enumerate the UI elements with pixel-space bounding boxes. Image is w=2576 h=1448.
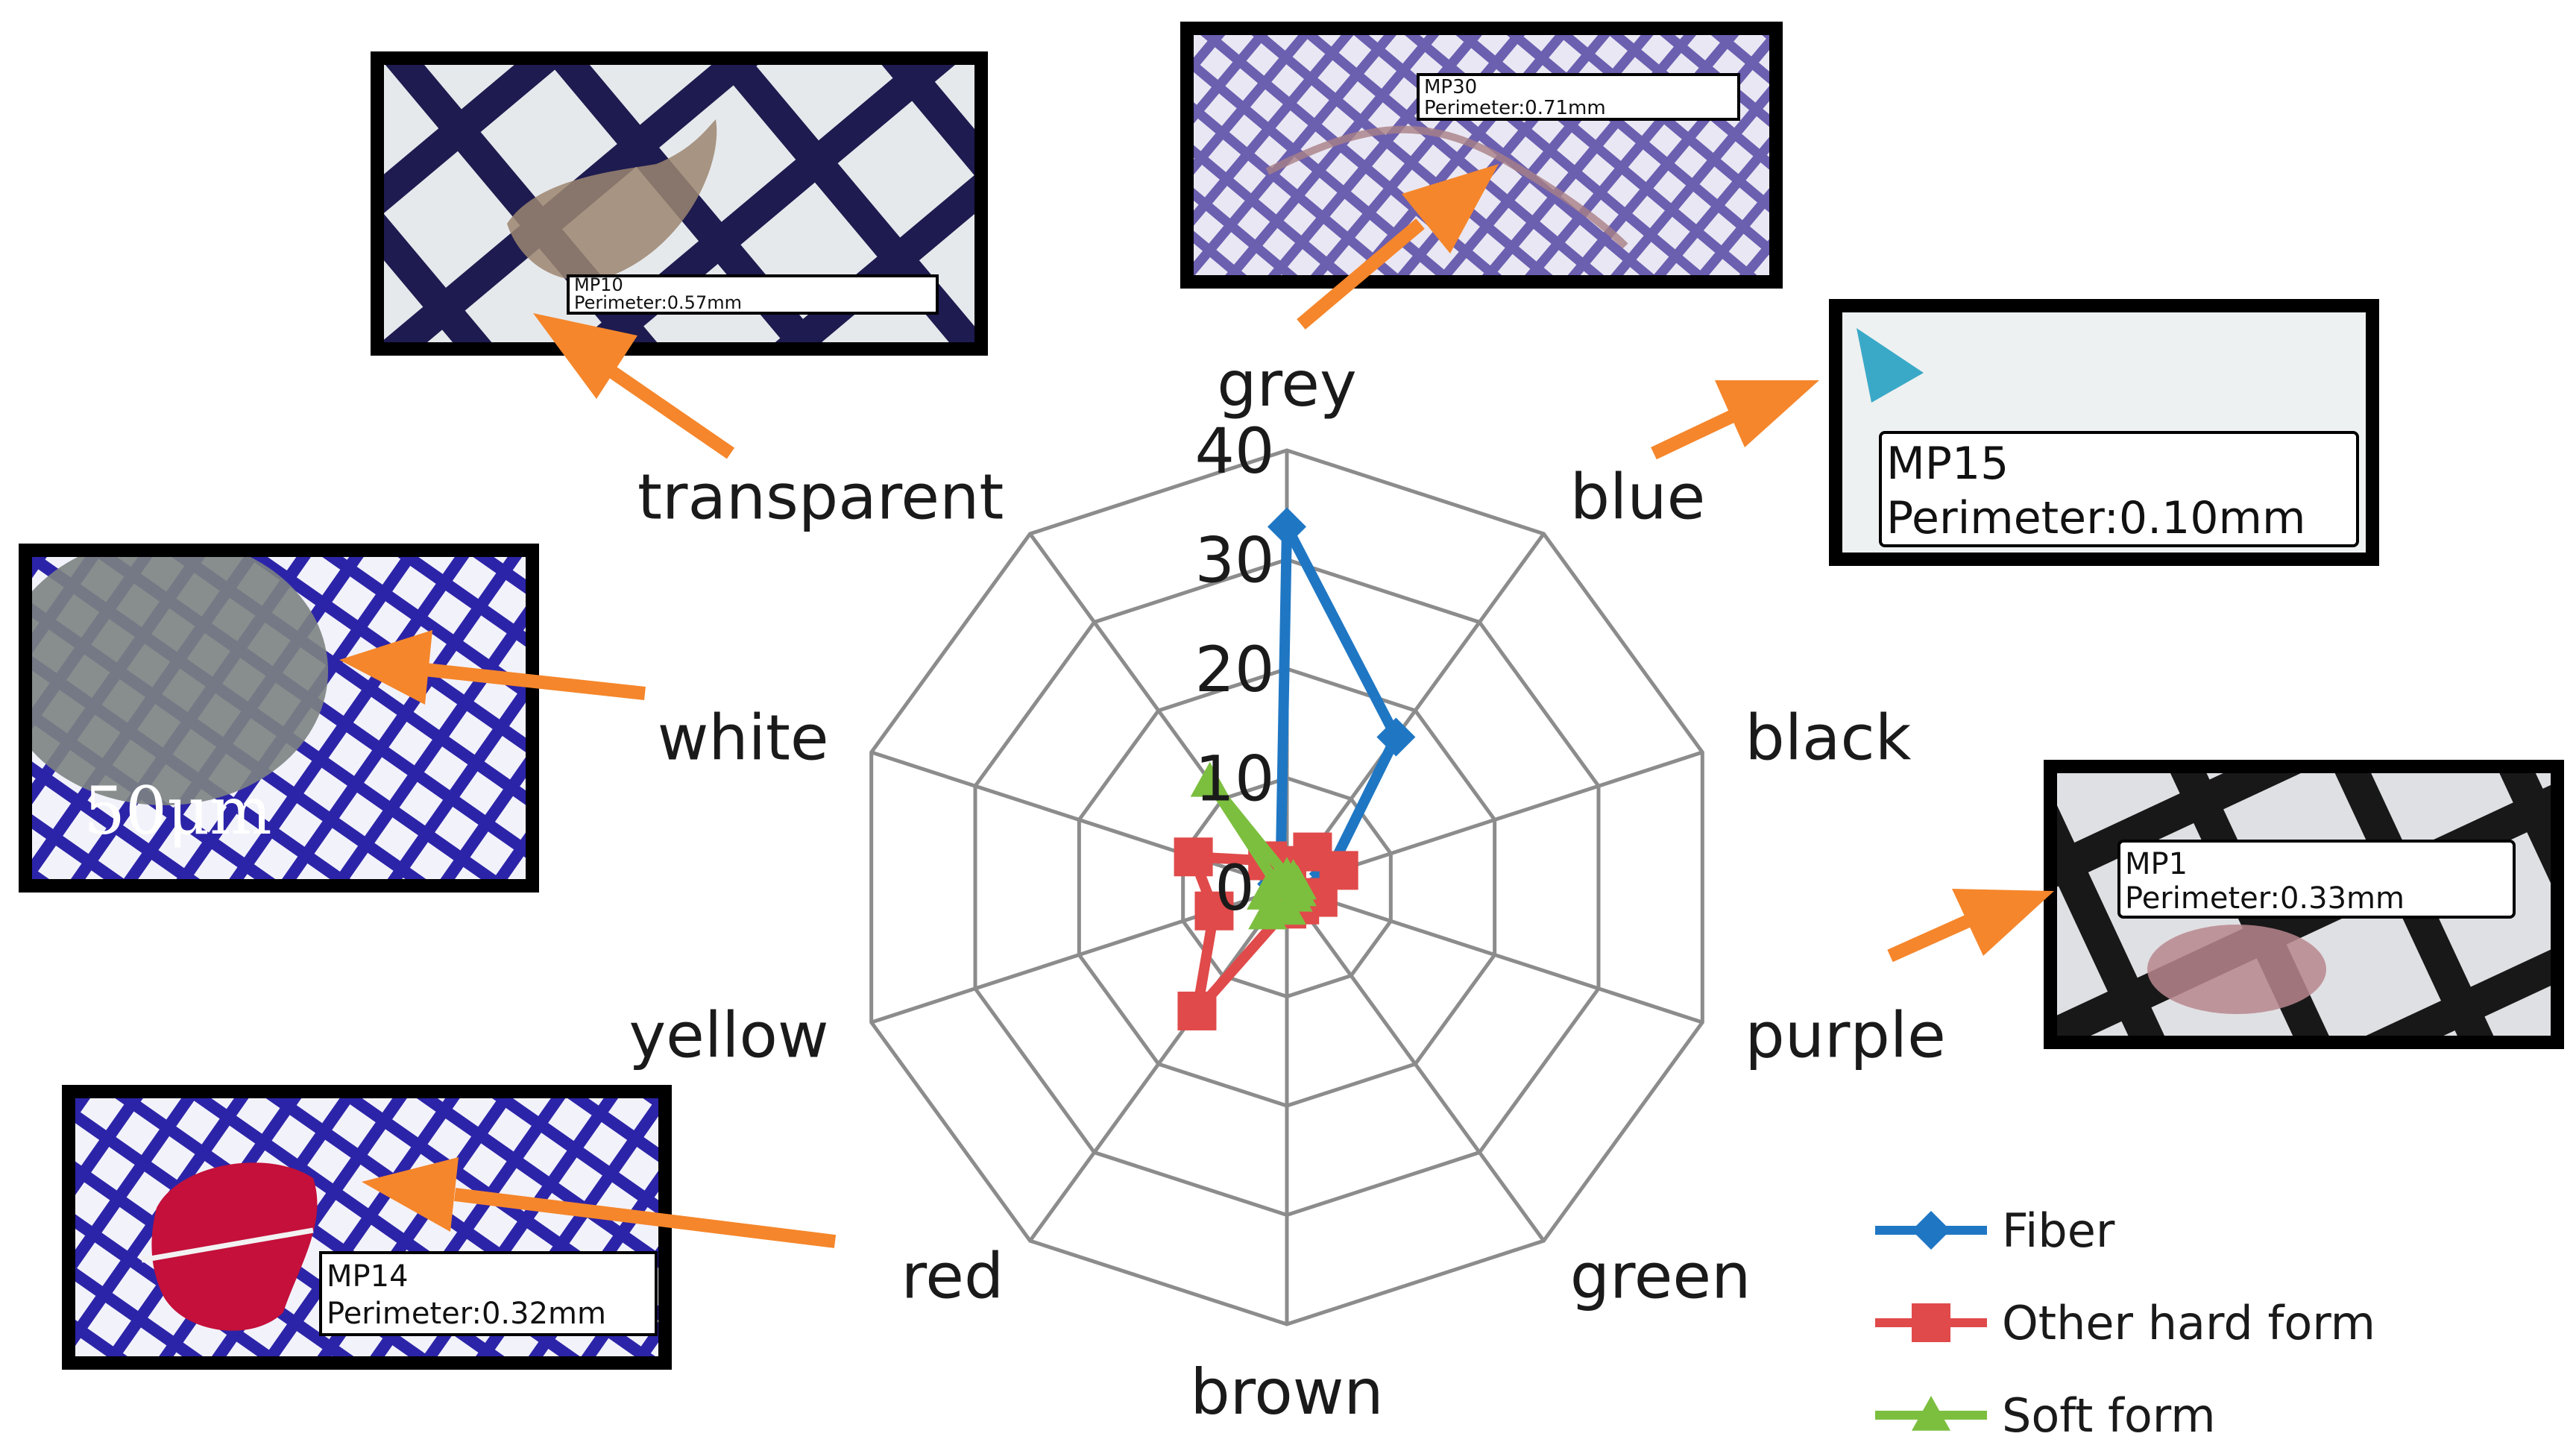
tick-label-20: 20 — [1195, 633, 1275, 706]
spoke-green — [1285, 886, 1546, 1242]
inset-transparent-particle — [507, 119, 717, 281]
spoke-blue — [1285, 532, 1546, 889]
inset-red-particle — [151, 1162, 318, 1331]
tick-label-40: 40 — [1195, 415, 1275, 488]
radar-series — [1174, 507, 1416, 1030]
arrow-grey — [1297, 164, 1499, 330]
inset-purple-perimeter: Perimeter:0.33mm — [2125, 881, 2405, 916]
inset-transparent: MP10 Perimeter:0.57mm — [371, 51, 988, 356]
spoke-white — [870, 750, 1288, 890]
arrow-red — [362, 1157, 837, 1248]
inset-red: MP14 Perimeter:0.32mm — [62, 1085, 672, 1370]
radar-tick-labels: 0 10 20 30 40 — [1195, 415, 1275, 925]
legend-swatch-marker-0 — [1912, 1211, 1950, 1250]
legend-label-2: Soft form — [2002, 1388, 2216, 1443]
tick-label-10: 10 — [1195, 743, 1275, 816]
legend-label-1: Other hard form — [2002, 1296, 2375, 1350]
series-2-point-white — [1257, 864, 1297, 900]
inset-purple: MP1 Perimeter:0.33mm — [2044, 760, 2564, 1049]
category-label-white: white — [658, 701, 829, 774]
series-0-point-grey — [1267, 507, 1306, 547]
inset-grey-photo — [1187, 28, 1776, 282]
series-1-point-white — [1174, 837, 1213, 877]
legend-item-2: Soft form — [1875, 1388, 2216, 1443]
legend-label-0: Fiber — [2002, 1203, 2115, 1258]
series-2 — [1190, 761, 1317, 930]
radar-category-labels: grey blue black purple green brown red yellow wh… — [629, 347, 1945, 1429]
category-label-blue: blue — [1570, 460, 1706, 533]
category-label-brown: brown — [1190, 1356, 1383, 1429]
series-1-point-yellow — [1194, 891, 1234, 931]
inset-grey-perimeter: Perimeter:0.71mm — [1424, 97, 1606, 119]
inset-white-scale: 50μm — [84, 772, 272, 849]
series-2-point-red — [1248, 894, 1288, 930]
inset-blue-particle — [1857, 328, 1924, 403]
inset-purple-label: MP1 — [2125, 847, 2188, 881]
arrow-purple — [1887, 889, 2054, 963]
category-label-red: red — [901, 1240, 1004, 1313]
inset-white: 50μm — [19, 544, 539, 893]
category-label-grey: grey — [1217, 347, 1356, 421]
inset-grey: MP30 Perimeter:0.71mm — [1180, 22, 1783, 289]
inset-red-measure-line — [141, 1227, 314, 1263]
series-1-point-red — [1177, 991, 1217, 1030]
tick-label-30: 30 — [1195, 524, 1275, 597]
legend-swatch-marker-1 — [1912, 1303, 1950, 1342]
inset-purple-particle — [2147, 925, 2326, 1014]
inset-blue-label: MP15 — [1886, 438, 2009, 490]
spoke-purple — [1286, 885, 1704, 1024]
inset-red-perimeter: Perimeter:0.32mm — [327, 1297, 606, 1331]
inset-grey-particle — [1265, 125, 1628, 249]
inset-red-label: MP14 — [327, 1259, 409, 1294]
inset-blue: MP15 Perimeter:0.10mm — [1829, 299, 2379, 566]
arrow-transparent — [533, 313, 735, 459]
category-label-purple: purple — [1745, 999, 1945, 1072]
pointer-arrows — [339, 164, 2054, 1248]
category-label-green: green — [1570, 1240, 1751, 1313]
series-0-point-blue — [1376, 717, 1416, 757]
series-2-point-transparent — [1190, 761, 1229, 797]
arrow-blue — [1651, 380, 1819, 460]
arrow-white — [339, 630, 646, 705]
inset-grey-label: MP30 — [1424, 76, 1477, 98]
category-label-black: black — [1745, 701, 1911, 774]
inset-transparent-label: MP10 — [574, 274, 623, 295]
inset-white-particle — [25, 550, 328, 805]
legend-item-0: Fiber — [1875, 1203, 2115, 1258]
inset-transparent-perimeter: Perimeter:0.57mm — [574, 292, 742, 313]
inset-blue-perimeter: Perimeter:0.10mm — [1886, 492, 2305, 544]
legend-item-1: Other hard form — [1875, 1296, 2375, 1350]
category-label-transparent: transparent — [637, 460, 1004, 533]
category-label-yellow: yellow — [629, 999, 828, 1072]
radar-chart: 0 10 20 30 40 grey blue black purple green brown r… — [629, 347, 1945, 1429]
tick-label-0: 0 — [1215, 852, 1254, 925]
legend-swatch-marker-2 — [1912, 1396, 1950, 1431]
spoke-red — [1028, 886, 1289, 1242]
